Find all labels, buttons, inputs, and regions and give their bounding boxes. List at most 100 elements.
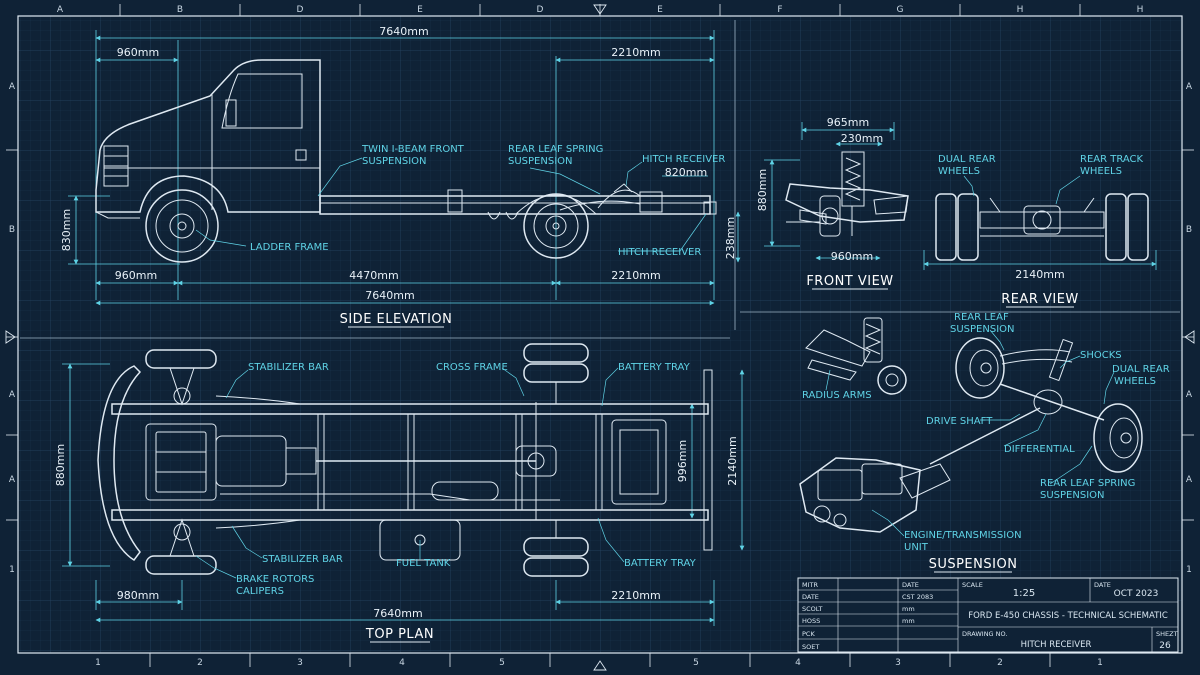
tb-sheet-value: 26 — [1159, 641, 1171, 651]
tb-mid-header: DATE — [902, 581, 919, 589]
dim-height: 830mm — [60, 209, 73, 251]
label-hitch-receiver-bottom: HITCH RECEIVER — [618, 247, 701, 258]
dim-rear-bottom: 2210mm — [611, 269, 660, 282]
side-elevation-title: SIDE ELEVATION — [340, 312, 453, 327]
plan-dim-overall: 7640mm — [373, 607, 422, 620]
side-elevation-view: 7640mm 960mm 2210mm 830mm 238mm 820mm 96… — [60, 25, 741, 328]
zone-left: B — [9, 225, 15, 235]
susp-label-dual-rear: DUAL REAR — [1112, 364, 1170, 375]
front-dim-height: 880mm — [756, 169, 769, 211]
zone-top: E — [657, 5, 663, 15]
label-rear-leaf-spring: SUSPENSION — [508, 156, 573, 167]
zone-top: B — [177, 5, 183, 15]
zone-right: B — [1186, 225, 1192, 235]
susp-label-rear-leaf: SUSPENSION — [950, 324, 1015, 335]
zone-top: H — [1017, 5, 1024, 15]
dim-front-overhang-bottom: 960mm — [115, 269, 157, 282]
dim-overall-bottom: 7640mm — [365, 289, 414, 302]
plan-label-stabilizer-bottom: STABILIZER BAR — [262, 554, 343, 565]
susp-label-shocks: SHOCKS — [1080, 350, 1122, 361]
susp-label-engine: ENGINE/TRANSMISSION — [904, 530, 1022, 541]
suspension-view: RADIUS ARMS REAR LEAF SUSPENSION SHOCKS … — [799, 312, 1170, 573]
top-plan-view: STABILIZER BAR CROSS FRAME BATTERY TRAY … — [54, 343, 745, 643]
plan-label-fuel-tank: FUEL TANK — [396, 558, 451, 569]
zone-top: A — [57, 5, 64, 15]
tb-mid-row: mm — [902, 605, 915, 613]
suspension-title: SUSPENSION — [929, 557, 1018, 572]
tb-row-label: SOET — [802, 643, 819, 651]
view-separators — [20, 20, 1180, 339]
tb-mid-row: CST 2083 — [902, 593, 933, 601]
dim-rear-top: 2210mm — [611, 46, 660, 59]
plan-dim-inner: 996mm — [676, 440, 689, 482]
label-front-suspension: TWIN I-BEAM FRONT — [361, 144, 465, 155]
rear-label-track: REAR TRACK — [1080, 154, 1144, 165]
zone-top: G — [897, 5, 904, 15]
tb-date-value: OCT 2023 — [1114, 589, 1159, 599]
zone-bottom: 3 — [895, 658, 901, 668]
zone-left: A — [9, 390, 16, 400]
rear-dim-width: 2140mm — [1015, 268, 1064, 281]
label-rear-leaf-spring: REAR LEAF SPRING — [508, 144, 603, 155]
zone-top: E — [417, 5, 423, 15]
label-ladder-frame: LADDER FRAME — [250, 242, 329, 253]
zone-left: 1 — [9, 565, 15, 575]
zone-bottom: 3 — [297, 658, 303, 668]
front-dim-spring: 230mm — [841, 132, 883, 145]
front-view-title: FRONT VIEW — [806, 274, 893, 289]
rear-label-track: WHEELS — [1080, 166, 1122, 177]
dim-overall-top: 7640mm — [379, 25, 428, 38]
plan-label-brake-rotors: BRAKE ROTORS — [236, 574, 314, 585]
title-block: MITR DATE SCOLT HOSS PCK SOET DATE CST 2… — [797, 577, 1179, 653]
zone-bottom: 2 — [997, 658, 1003, 668]
zone-ticks — [6, 4, 1194, 667]
tb-drawing-label: DRAWING NO. — [962, 630, 1007, 638]
label-hitch-receiver-top: HITCH RECEIVER — [642, 154, 725, 165]
rear-view-title: REAR VIEW — [1001, 292, 1079, 307]
zone-left: A — [9, 475, 16, 485]
zone-right: A — [1186, 82, 1193, 92]
zone-right: A — [1186, 390, 1193, 400]
tb-main-title: FORD E-450 CHASSIS - TECHNICAL SCHEMATIC — [968, 611, 1168, 621]
front-dim-width: 965mm — [827, 116, 869, 129]
front-dim-bottom: 960mm — [831, 250, 873, 263]
dim-wheelbase: 4470mm — [349, 269, 398, 282]
zone-top: F — [777, 5, 782, 15]
susp-label-rear-leaf: REAR LEAF — [954, 312, 1009, 323]
tb-mid-row: mm — [902, 617, 915, 625]
tb-row-label: MITR — [802, 581, 818, 589]
tb-drawing-value: HITCH RECEIVER — [1021, 640, 1092, 650]
plan-label-calipers: CALIPERS — [236, 586, 284, 597]
zone-right: A — [1186, 475, 1193, 485]
dim-rear-small: 238mm — [724, 217, 737, 259]
rear-label-dual: DUAL REAR — [938, 154, 996, 165]
tb-row-label: DATE — [802, 593, 819, 601]
susp-label-differential: DIFFERENTIAL — [1004, 444, 1075, 455]
tb-row-label: SCOLT — [802, 605, 823, 613]
susp-label-rear-leaf-spring: REAR LEAF SPRING — [1040, 478, 1135, 489]
tb-date-label: DATE — [1094, 581, 1111, 589]
zone-right: 1 — [1186, 565, 1192, 575]
zone-bottom: 1 — [95, 658, 101, 668]
zone-top: H — [1137, 5, 1144, 15]
zone-top: D — [537, 5, 544, 15]
dim-hitch: 820mm — [665, 166, 707, 179]
plan-label-battery-top: BATTERY TRAY — [618, 362, 691, 373]
zone-bottom: 5 — [499, 658, 505, 668]
plan-dim-front: 980mm — [117, 589, 159, 602]
zone-left: A — [9, 82, 16, 92]
plan-label-cross-frame: CROSS FRAME — [436, 362, 508, 373]
zone-bottom: 5 — [693, 658, 699, 668]
susp-label-dual-rear: WHEELS — [1114, 376, 1156, 387]
plan-dim-left: 880mm — [54, 444, 67, 486]
tb-row-label: HOSS — [802, 617, 820, 625]
susp-label-engine: UNIT — [904, 542, 929, 553]
plan-dim-rear: 2210mm — [611, 589, 660, 602]
dim-front-overhang-top: 960mm — [117, 46, 159, 59]
plan-label-stabilizer-top: STABILIZER BAR — [248, 362, 329, 373]
zone-bottom: 4 — [399, 658, 405, 668]
susp-label-radius-arms: RADIUS ARMS — [802, 390, 872, 401]
tb-sheet-label: SHEZT — [1156, 630, 1178, 638]
zone-bottom: 2 — [197, 658, 203, 668]
